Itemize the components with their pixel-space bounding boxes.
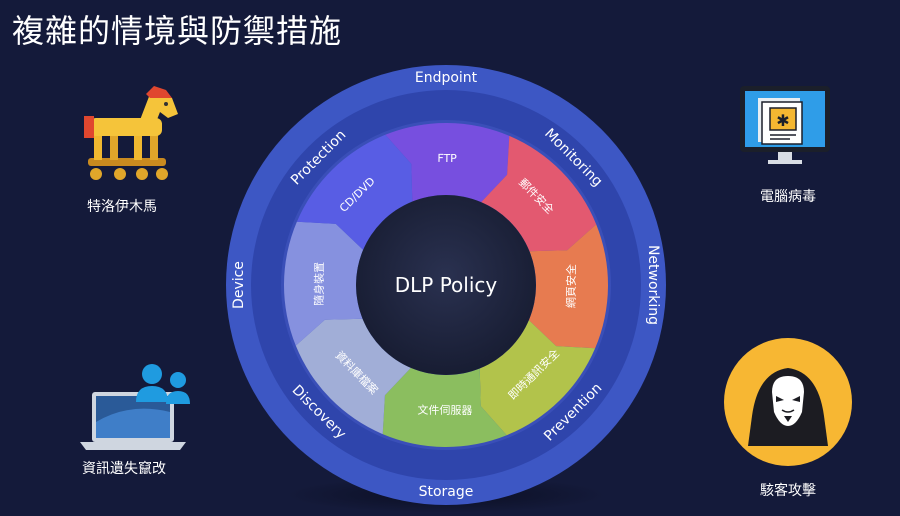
center-circle <box>356 195 536 375</box>
threat-label-hacker: 駭客攻擊 <box>760 483 816 499</box>
center-label: DLP Policy <box>395 273 498 297</box>
segment-arrow <box>479 320 596 436</box>
segment-arrow <box>385 123 510 203</box>
hacker-icon <box>724 338 852 466</box>
segment-arrow <box>528 224 608 349</box>
page-title: 複雜的情境與防禦措施 <box>12 12 343 50</box>
segment-arrow <box>296 134 413 250</box>
svg-text:✱: ✱ <box>776 111 789 130</box>
threat-label-data-leak: 資訊遺失竄改 <box>82 461 166 477</box>
trojan-horse-icon <box>84 86 178 180</box>
outer-ring-label: Endpoint <box>415 70 478 86</box>
segment-label: 隨身裝置 <box>312 262 326 306</box>
computer-virus-icon: ✱ <box>740 86 830 164</box>
segment-arrow <box>295 318 411 435</box>
segment-label: 文件伺服器 <box>417 403 472 417</box>
threat-label-trojan: 特洛伊木馬 <box>87 199 157 215</box>
segment-arrow <box>481 135 597 252</box>
segment-label: FTP <box>437 152 457 165</box>
segment-arrow <box>382 367 507 447</box>
outer-ring-label: Device <box>231 261 247 309</box>
threat-label-virus: 電腦病毒 <box>760 189 816 205</box>
laptop-users-icon <box>80 364 190 450</box>
outer-ring-label: Storage <box>419 484 474 500</box>
outer-ring-label: Networking <box>645 245 661 325</box>
segment-arrow <box>284 221 364 346</box>
segment-label: 網頁安全 <box>564 264 578 308</box>
